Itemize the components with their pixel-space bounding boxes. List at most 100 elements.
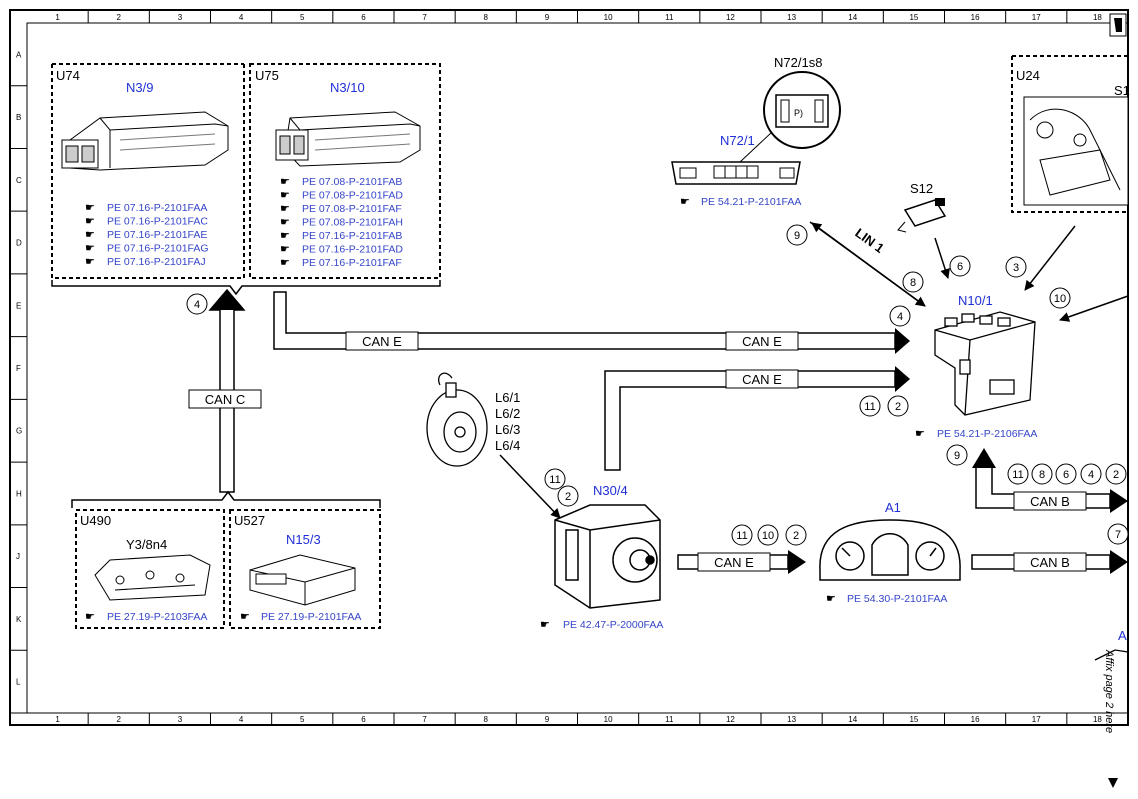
column-number: 15 <box>909 715 918 724</box>
marker-me_10: 10 <box>757 524 779 546</box>
marker-number: 2 <box>565 491 571 503</box>
reference-code: PE 07.16-P-2101FAF <box>302 257 402 269</box>
column-number: 7 <box>422 715 427 724</box>
reference-code: PE 07.16-P-2101FAB <box>302 230 402 242</box>
marker-m10_r: 10 <box>1049 287 1071 309</box>
marker-number: 6 <box>1063 469 1069 481</box>
marker-m4_left: 4 <box>186 293 208 315</box>
row-letter: B <box>16 113 21 122</box>
reference-book-icon: ☛ <box>85 256 95 268</box>
ecu-n3-9-illustration <box>61 111 229 171</box>
n30-4-ref: PE 42.47-P-2000FAA <box>563 619 663 631</box>
n30-4-component: N30/4 ☛ PE 42.47-P-2000FAA <box>540 483 663 631</box>
n10-1-component: N10/1 ☛ PE 54.21-P-2106FAA <box>915 293 1037 440</box>
column-number: 2 <box>117 715 122 724</box>
reference-book-icon: ☛ <box>280 217 290 229</box>
can-e-mid-label: CAN E <box>742 372 782 387</box>
can-e-mid-line: CAN E <box>604 366 910 471</box>
marker-number: 2 <box>1113 469 1119 481</box>
marker-number: 8 <box>1039 469 1045 481</box>
column-number: 11 <box>665 13 674 22</box>
reference-book-icon: ☛ <box>85 202 95 214</box>
column-number: 1 <box>55 13 60 22</box>
can-b-lower-line: CAN B <box>971 550 1128 574</box>
group-brace-top <box>51 280 441 296</box>
marker-number: 2 <box>895 401 901 413</box>
reference-book-icon: ☛ <box>280 203 290 215</box>
reference-code: PE 07.16-P-2101FAJ <box>107 256 206 268</box>
page-corner-icon <box>1109 13 1127 37</box>
u527-id: U527 <box>234 513 265 528</box>
column-number: 4 <box>239 715 244 724</box>
partial-component-a: A <box>1094 628 1129 661</box>
can-b-upper-line: CAN B <box>972 448 1128 513</box>
marker-ma_11: 11 <box>544 468 566 490</box>
marker-number: 6 <box>957 261 963 273</box>
marker-number: 11 <box>1012 469 1023 481</box>
row-letter: D <box>16 239 22 248</box>
column-number: 7 <box>422 13 427 22</box>
group-brace-bottom <box>71 490 381 508</box>
reference-code: PE 07.08-P-2101FAH <box>302 217 403 229</box>
marker-number: 4 <box>897 311 903 323</box>
u74-id: U74 <box>56 68 80 83</box>
column-number: 12 <box>726 13 735 22</box>
can-e-bottom-label: CAN E <box>714 555 754 570</box>
column-number: 2 <box>117 13 122 22</box>
proximity-symbol-icon: P) <box>794 108 803 118</box>
marker-number: 9 <box>794 230 800 242</box>
group-u527: U527 N15/3 ☛ PE 27.19-P-2101FAA <box>229 509 381 629</box>
marker-number: 2 <box>793 530 799 542</box>
ecu-n3-10-illustration <box>275 111 421 167</box>
reference-code: PE 07.16-P-2101FAA <box>107 202 207 214</box>
u24-id: U24 <box>1016 68 1040 83</box>
column-number: 9 <box>545 715 550 724</box>
row-letter: L <box>16 678 21 687</box>
row-letter: C <box>16 176 22 185</box>
marker-number: 4 <box>194 299 200 311</box>
marker-number: 8 <box>910 277 916 289</box>
row-letter: K <box>16 615 22 624</box>
marker-number: 10 <box>762 530 774 542</box>
column-number: 8 <box>484 715 489 724</box>
reference-code: PE 07.08-P-2101FAF <box>302 203 402 215</box>
marker-number: 11 <box>864 401 875 413</box>
marker-m2_a: 2 <box>887 395 909 417</box>
affix-note-text: Affix page 2 here <box>1103 649 1115 733</box>
column-number: 17 <box>1032 13 1041 22</box>
lin1-label: LIN 1 <box>852 225 887 256</box>
can-c-line: CAN C <box>188 288 262 493</box>
column-number: 5 <box>300 715 305 724</box>
column-number: 14 <box>848 715 857 724</box>
l6-wheel-speed-sensor: L6/1 L6/2 L6/3 L6/4 <box>426 372 561 519</box>
marker-m3: 3 <box>1005 256 1027 278</box>
marker-m6: 6 <box>949 255 971 277</box>
column-number: 5 <box>300 13 305 22</box>
row-letter: E <box>16 301 21 310</box>
l6-2-label: L6/2 <box>495 406 520 421</box>
can-c-label: CAN C <box>205 392 245 407</box>
reference-code: PE 07.16-P-2101FAE <box>107 229 207 241</box>
n10-1-input-arrows <box>1024 225 1129 322</box>
u490-ref-icon: ☛ <box>85 611 95 623</box>
row-letter: F <box>16 364 21 373</box>
marker-mb_2: 2 <box>1105 463 1127 485</box>
can-b-upper-label: CAN B <box>1030 494 1070 509</box>
column-number: 18 <box>1093 715 1102 724</box>
s12-component: S12 <box>897 181 950 279</box>
l6-4-label: L6/4 <box>495 438 520 453</box>
column-number: 17 <box>1032 715 1041 724</box>
a1-ref: PE 54.30-P-2101FAA <box>847 593 947 605</box>
can-e-bottom-line: CAN E <box>677 550 806 574</box>
u75-code: N3/10 <box>330 80 365 95</box>
marker-number: 11 <box>736 530 747 542</box>
u527-ref: PE 27.19-P-2101FAA <box>261 611 361 623</box>
reference-code: PE 07.08-P-2101FAB <box>302 176 402 188</box>
column-number: 8 <box>484 13 489 22</box>
column-number: 10 <box>604 715 613 724</box>
a1-label: A1 <box>885 500 901 515</box>
column-number: 11 <box>665 715 674 724</box>
